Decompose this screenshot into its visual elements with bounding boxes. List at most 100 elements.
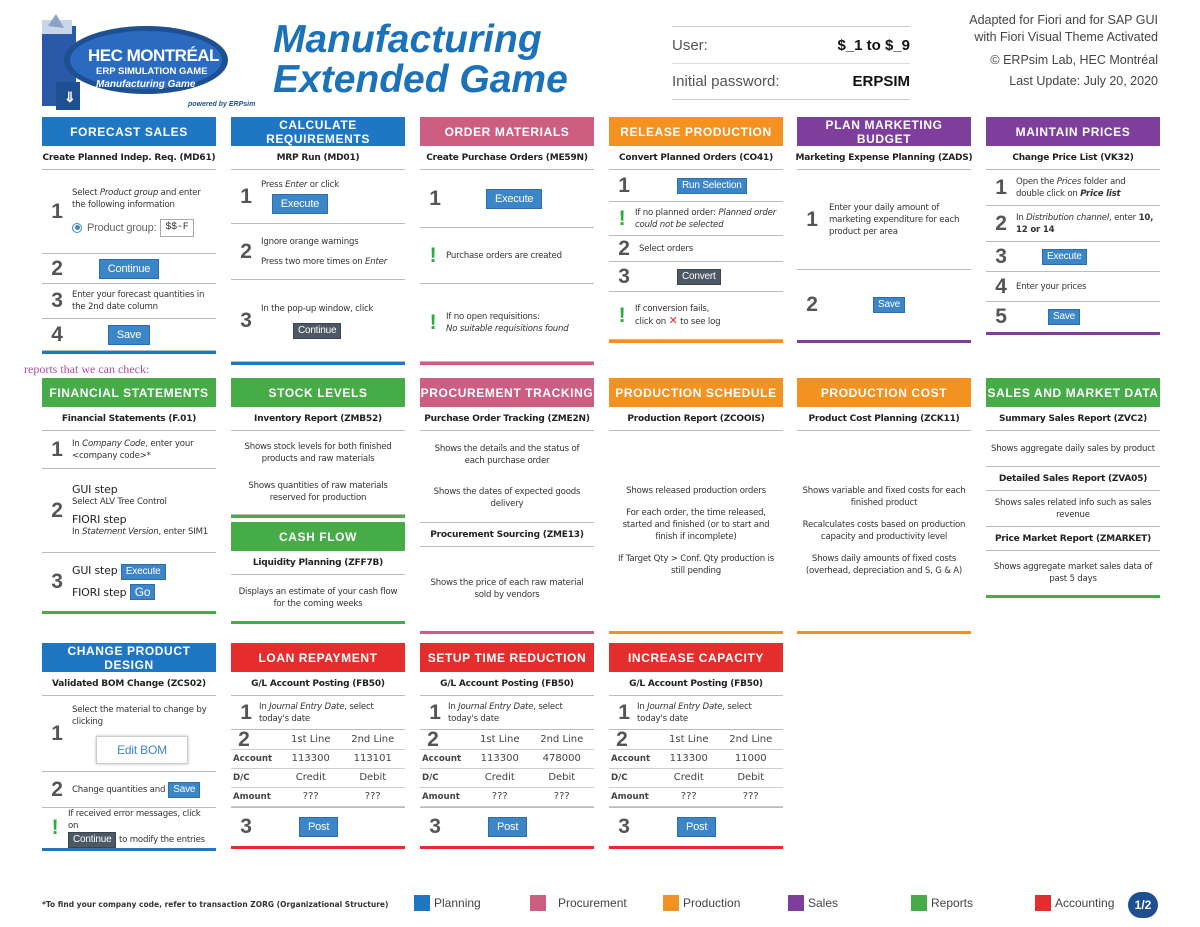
card-plan-marketing-budget: PLAN MARKETING BUDGET Marketing Expense … <box>796 117 973 343</box>
card-title: CALCULATE REQUIREMENTS <box>231 117 405 146</box>
step-number: 2 <box>427 728 439 751</box>
continue-button[interactable]: Continue <box>98 258 160 279</box>
step-number: 2 <box>806 293 818 316</box>
report-description: For each order, the time released, start… <box>622 508 770 542</box>
transaction-name: G/L Account Posting (FB50) <box>420 672 594 696</box>
step-number: 4 <box>51 322 63 346</box>
step-number: 1 <box>51 199 63 223</box>
step-number: 1 <box>618 173 630 197</box>
step-number: 1 <box>618 700 630 724</box>
transaction-name: Convert Planned Orders (CO41) <box>609 146 783 170</box>
note: Purchase orders are created <box>446 250 562 261</box>
legend-sales: Sales <box>788 895 838 911</box>
info-icon: ! <box>618 206 626 230</box>
step-text: Enter your daily amount of marketing exp… <box>829 202 960 237</box>
card-title: SETUP TIME REDUCTION <box>420 643 594 672</box>
step-number: 3 <box>618 264 630 288</box>
legend-production: Production <box>663 895 740 911</box>
card-title: PROCUREMENT TRACKING <box>420 378 594 407</box>
report-description: Displays an estimate of your cash flow f… <box>238 587 398 609</box>
card-title: ORDER MATERIALS <box>420 117 594 146</box>
step-number: 1 <box>806 207 818 231</box>
info-icon: ! <box>618 303 626 327</box>
card-title: CASH FLOW <box>231 522 405 551</box>
card-title: FORECAST SALES <box>42 117 216 146</box>
card-order-materials: ORDER MATERIALS Create Purchase Orders (… <box>420 117 594 365</box>
execute-button[interactable]: Execute <box>486 188 543 209</box>
card-title: LOAN REPAYMENT <box>231 643 405 672</box>
report-description: Shows daily amounts of fixed costs (over… <box>805 554 963 576</box>
post-button[interactable]: Post <box>299 816 339 837</box>
info-icon: ! <box>51 816 59 839</box>
account-1: 113300 <box>281 749 341 769</box>
radio-icon[interactable] <box>72 222 82 233</box>
step-number: 1 <box>240 184 252 208</box>
card-production-schedule: PRODUCTION SCHEDULE Production Report (Z… <box>609 378 783 634</box>
card-title: PLAN MARKETING BUDGET <box>797 117 971 146</box>
execute-button[interactable]: Execute <box>1042 248 1087 265</box>
post-button[interactable]: Post <box>488 816 528 837</box>
save-button[interactable]: Save <box>168 781 201 798</box>
step-number: 2 <box>51 498 63 522</box>
execute-button[interactable]: Execute <box>271 194 329 214</box>
step-number: 2 <box>616 728 628 751</box>
transaction-name: Summary Sales Report (ZVC2) <box>986 407 1160 431</box>
step-number: 1 <box>995 175 1007 199</box>
execute-button[interactable]: Execute <box>120 564 166 580</box>
step-number: 4 <box>995 274 1007 298</box>
report-description: Shows the details and the status of each… <box>434 444 580 467</box>
error-log-icon[interactable]: ✕ <box>668 314 678 327</box>
card-financial-statements: FINANCIAL STATEMENTS Financial Statement… <box>42 378 216 614</box>
step-number: 1 <box>240 700 252 724</box>
transaction-name: Product Cost Planning (ZCK11) <box>797 407 971 431</box>
reports-section-label: reports that we can check: <box>24 362 150 376</box>
card-title: PRODUCTION SCHEDULE <box>609 378 783 407</box>
logo-line3: Manufacturing Game <box>96 79 196 90</box>
save-button[interactable]: Save <box>873 297 905 313</box>
step-number: 1 <box>429 700 441 724</box>
svg-text:⇓: ⇓ <box>64 89 76 105</box>
transaction-name: Create Planned Indep. Req. (MD61) <box>42 146 216 170</box>
report-description: Shows aggregate daily sales by product <box>986 431 1160 467</box>
transaction-name: G/L Account Posting (FB50) <box>231 672 405 696</box>
convert-button[interactable]: Convert <box>677 268 721 285</box>
account-1: 113300 <box>470 749 530 769</box>
report-description: Recalculates costs based on production c… <box>802 520 966 542</box>
transaction-name: Create Purchase Orders (ME59N) <box>420 146 594 170</box>
post-button[interactable]: Post <box>677 816 717 837</box>
save-button[interactable]: Save <box>107 324 151 345</box>
report-description: Shows the price of each raw material sol… <box>430 578 584 600</box>
transaction-name: Validated BOM Change (ZCS02) <box>42 672 216 696</box>
run-selection-button[interactable]: Run Selection <box>677 177 747 194</box>
step-number: 3 <box>51 570 63 593</box>
account-2: 478000 <box>529 749 594 769</box>
step-number: 2 <box>995 211 1007 235</box>
step-number: 3 <box>618 814 630 838</box>
step-text: Enter your forecast quantities in the 2n… <box>72 290 205 312</box>
report-description: If Target Qty > Conf. Qty production is … <box>618 554 774 576</box>
card-production-cost: PRODUCTION COST Product Cost Planning (Z… <box>797 378 971 634</box>
go-button[interactable]: Go <box>129 584 156 600</box>
continue-button[interactable]: Continue <box>68 832 117 848</box>
card-maintain-prices: MAINTAIN PRICES Change Price List (VK32)… <box>986 117 1160 335</box>
transaction-name: Purchase Order Tracking (ZME2N) <box>420 407 594 431</box>
product-group-field[interactable]: $$-F <box>160 218 194 237</box>
info-icon: ! <box>429 243 437 267</box>
report-description: Shows stock levels for both finished pro… <box>244 442 392 465</box>
card-release-production: RELEASE PRODUCTION Convert Planned Order… <box>609 117 783 343</box>
step-number: 2 <box>51 777 63 801</box>
edit-bom-button[interactable]: Edit BOM <box>96 735 188 764</box>
save-button[interactable]: Save <box>1048 309 1080 325</box>
report-description: Shows released production orders <box>626 486 766 496</box>
transaction-name: Change Price List (VK32) <box>986 146 1160 170</box>
continue-button[interactable]: Continue <box>292 322 342 339</box>
step-number: 2 <box>238 728 250 751</box>
page-number: 1/2 <box>1128 892 1158 918</box>
card-procurement-tracking: PROCUREMENT TRACKING Purchase Order Trac… <box>420 378 594 634</box>
transaction-name: Financial Statements (F.01) <box>42 407 216 431</box>
transaction-name: Inventory Report (ZMB52) <box>231 407 405 431</box>
